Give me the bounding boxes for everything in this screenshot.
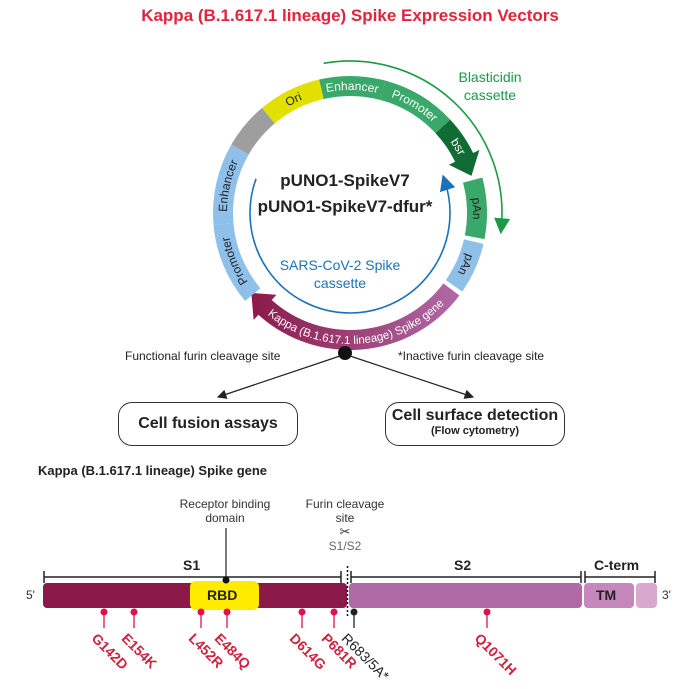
mutation-dot — [197, 608, 205, 616]
mutation-dot — [223, 608, 231, 616]
rbd-annotation-line2: domain — [205, 511, 245, 525]
segment-promoter — [213, 223, 261, 302]
five-prime-label: 5' — [26, 588, 35, 602]
segment-enhancer-label: Enhancer — [325, 79, 380, 96]
cell-surface-detection-label: Cell surface detection — [391, 407, 559, 424]
tm-label: TM — [596, 587, 617, 603]
mutation-dot — [483, 608, 491, 616]
segment-pan — [463, 177, 487, 240]
segment-ori-label: Ori — [283, 89, 304, 109]
segment-kappa-b-1-617-1-lineage-spike-gene — [251, 283, 460, 350]
rbd-annotation: Receptor binding domain — [160, 497, 290, 525]
blasticidin-cassette-arrow — [323, 60, 511, 235]
segment-pan — [445, 239, 484, 292]
segment-kappa-b-1-617-1-lineage-spike-gene-label: Kappa (B.1.617.1 lineage) Spike gene — [266, 297, 447, 347]
mutation-dot — [350, 608, 358, 616]
branch-arrow-left — [216, 355, 341, 399]
furin-annotation-line2: site — [335, 511, 355, 525]
scissors-icon: ✂ — [339, 524, 351, 539]
spike-cassette-arrow — [249, 174, 456, 314]
three-prime-label: 3' — [662, 588, 671, 602]
cell-fusion-assays-label: Cell fusion assays — [138, 415, 278, 432]
furin-annotation: Furin cleavage site ✂ S1/S2 — [290, 497, 400, 553]
segment-ori — [261, 79, 324, 124]
spike-cassette-label-line2: cassette — [314, 275, 366, 291]
flow-cytometry-label: (Flow cytometry) — [430, 425, 519, 437]
rbd-region — [190, 581, 259, 610]
region-label-cterm: C-term — [594, 557, 640, 573]
rbd-annotation-line1: Receptor binding — [179, 497, 271, 511]
branch-arrow-right — [349, 355, 475, 399]
cell-surface-detection-box: Cell surface detection (Flow cytometry) — [385, 402, 565, 446]
mutation-dot — [330, 608, 338, 616]
plasmid-name-1: pUNO1-SpikeV7 — [280, 171, 409, 190]
figure-title: Kappa (B.1.617.1 lineage) Spike Expressi… — [141, 6, 559, 25]
region-label-s1: S1 — [183, 557, 201, 573]
plasmid-name-2: pUNO1-SpikeV7-dfur* — [258, 197, 433, 216]
tm-region — [584, 583, 634, 608]
segment-pan-label: pAn — [469, 197, 484, 220]
segment-enhancer — [319, 76, 386, 100]
segment-enhancer-label: Enhancer — [216, 158, 241, 212]
furin-node — [338, 346, 352, 360]
spike-cassette-label-line1: SARS-CoV-2 Spike — [280, 257, 401, 273]
cterm-tail-region — [636, 583, 657, 608]
segment-enhancer — [213, 144, 249, 225]
linear-gene-map — [43, 528, 657, 628]
mutation-dot — [298, 608, 306, 616]
rbd-pointer-dot — [222, 576, 230, 584]
blasticidin-label-line2: cassette — [464, 87, 516, 103]
segment-backbone — [231, 108, 275, 155]
functional-furin-note: Functional furin cleavage site — [125, 349, 281, 363]
region-label-s2: S2 — [454, 557, 472, 573]
segment-bsr — [435, 119, 480, 176]
inactive-furin-note: *Inactive furin cleavage site — [398, 349, 545, 363]
furin-annotation-line1: Furin cleavage — [305, 497, 385, 511]
cell-fusion-assays-box: Cell fusion assays — [118, 402, 298, 446]
segment-promoter — [380, 80, 451, 134]
rbd-label: RBD — [207, 587, 238, 603]
gene-title: Kappa (B.1.617.1 lineage) Spike gene — [38, 463, 268, 478]
mutation-dot — [130, 608, 138, 616]
blasticidin-label-line1: Blasticidin — [458, 69, 521, 85]
s1s2-label: S1/S2 — [328, 539, 362, 553]
s2-region — [349, 583, 582, 608]
mutation-dot — [100, 608, 108, 616]
